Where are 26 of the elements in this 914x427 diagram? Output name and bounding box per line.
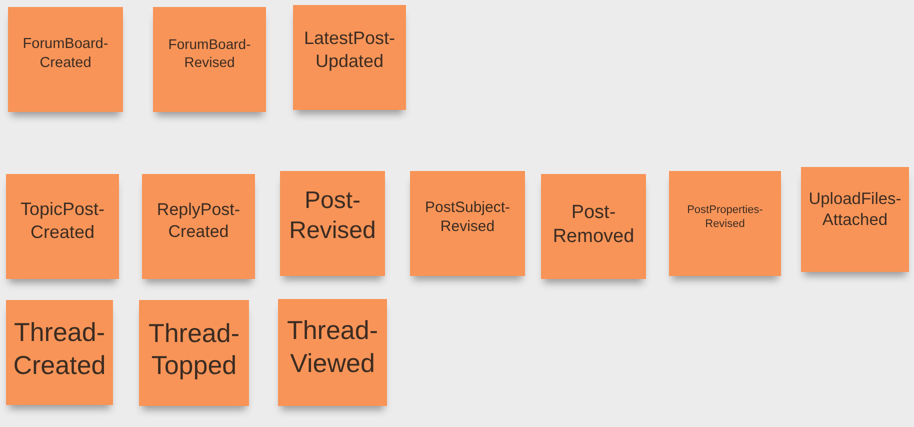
note-text: Thread- Topped — [147, 316, 241, 382]
note-text: Thread- Viewed — [286, 314, 380, 379]
sticky-note — [669, 171, 781, 276]
sticky-note — [142, 174, 255, 279]
sticky-note — [293, 5, 406, 110]
sticky-note — [8, 7, 123, 112]
note-text: Thread- Created — [12, 316, 107, 381]
note-text: UploadFiles- Attached — [808, 188, 902, 230]
sticky-note — [278, 299, 387, 406]
sticky-note — [410, 171, 525, 276]
sticky-note — [280, 171, 385, 276]
note-text: Post- Revised — [288, 186, 377, 246]
note-text: ForumBoard- Revised — [167, 36, 252, 71]
sticky-note — [801, 167, 909, 272]
sticky-note — [541, 174, 646, 279]
note-text: LatestPost- Updated — [302, 27, 396, 72]
note-text: ForumBoard- Created — [22, 35, 110, 72]
note-text: Post- Removed — [552, 200, 636, 248]
sticky-note — [139, 300, 249, 406]
note-text: PostSubject- Revised — [424, 198, 512, 236]
note-text: PostProperties- Revised — [686, 204, 764, 232]
sticky-note — [6, 174, 119, 279]
note-text: ReplyPost- Created — [156, 199, 242, 242]
sticky-note — [153, 7, 266, 112]
sticky-note — [6, 300, 113, 405]
note-text: TopicPost- Created — [19, 198, 106, 243]
